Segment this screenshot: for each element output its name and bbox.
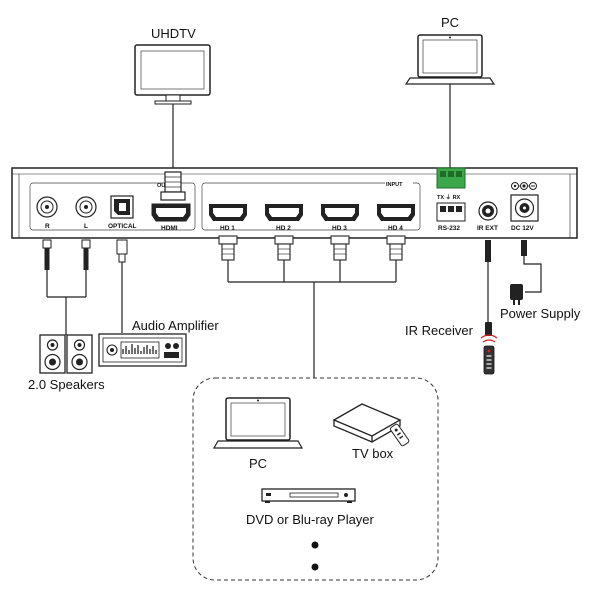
port-hdmi-label: HDMI xyxy=(161,225,178,232)
power-adapter-icon xyxy=(510,284,523,305)
dvd-player-label: DVD or Blu-ray Player xyxy=(246,512,375,527)
tv-box-icon xyxy=(332,403,410,447)
rca-cables xyxy=(42,239,91,335)
hdmi-out-plug xyxy=(160,171,186,201)
sources-group xyxy=(192,377,439,581)
dc-power-port: DC 12V xyxy=(510,182,539,232)
amplifier-icon xyxy=(98,333,187,367)
ir-ext-port: IR EXT xyxy=(477,201,498,232)
port-rs232-label: RS-232 xyxy=(438,225,460,232)
speakers-icon xyxy=(39,334,93,374)
port-l-label: L xyxy=(84,223,88,230)
port-hd1-label: HD 1 xyxy=(220,225,235,232)
pc-source-device: PC xyxy=(212,397,304,471)
hdmi-in-4-port: HD 4 xyxy=(377,204,415,232)
laptop-icon xyxy=(212,397,304,449)
uhdtv-device: UHDTV xyxy=(134,26,211,176)
power-supply-label: Power Supply xyxy=(500,306,581,321)
hdmi-in-3-port: HD 3 xyxy=(321,204,359,232)
hdmi-input-cables xyxy=(218,235,406,378)
port-hd2-label: HD 2 xyxy=(276,225,291,232)
dvd-player-device: DVD or Blu-ray Player xyxy=(246,488,375,527)
port-dc-label: DC 12V xyxy=(511,225,534,232)
more-dot xyxy=(311,563,319,571)
power-supply-cable xyxy=(521,240,542,293)
input-group-label: INPUT xyxy=(386,182,403,188)
hdmi-in-2-port: HD 2 xyxy=(265,204,303,232)
tv-box-label: TV box xyxy=(352,446,394,461)
disc-player-icon xyxy=(261,488,356,503)
rca-right-port: R xyxy=(36,196,58,230)
hdmi-in-1-port: HD 1 xyxy=(209,204,247,232)
laptop-icon xyxy=(404,34,496,85)
pc-top-device: PC xyxy=(404,15,496,168)
port-r-label: R xyxy=(45,223,50,230)
optical-cable xyxy=(116,239,128,333)
ir-receiver-label: IR Receiver xyxy=(405,323,474,338)
port-hd3-label: HD 3 xyxy=(332,225,347,232)
port-hd4-label: HD 4 xyxy=(388,225,403,232)
rs232-pins-label: TX ⏚ RX xyxy=(437,194,461,201)
more-dot xyxy=(311,541,319,549)
device-back-panel: OUTPUT INPUT R L OPTICAL H xyxy=(11,167,578,239)
pc-source-label: PC xyxy=(249,456,267,471)
hdmi-out-port: HDMI xyxy=(151,203,191,232)
port-optical-label: OPTICAL xyxy=(108,223,137,230)
rs232-port: TX ⏚ RX RS-232 xyxy=(436,167,466,232)
ir-remote-icon xyxy=(480,334,498,375)
rca-left-port: L xyxy=(75,196,97,230)
pc-top-label: PC xyxy=(441,15,459,30)
tv-monitor-icon xyxy=(134,44,211,105)
port-ir-ext-label: IR EXT xyxy=(477,225,498,232)
amplifier-label: Audio Amplifier xyxy=(132,318,219,333)
speakers-label: 2.0 Speakers xyxy=(28,377,105,392)
optical-port: OPTICAL xyxy=(108,195,137,230)
tv-box-device: TV box xyxy=(332,403,410,461)
uhdtv-label: UHDTV xyxy=(151,26,196,41)
ir-receiver-cable xyxy=(485,240,492,336)
